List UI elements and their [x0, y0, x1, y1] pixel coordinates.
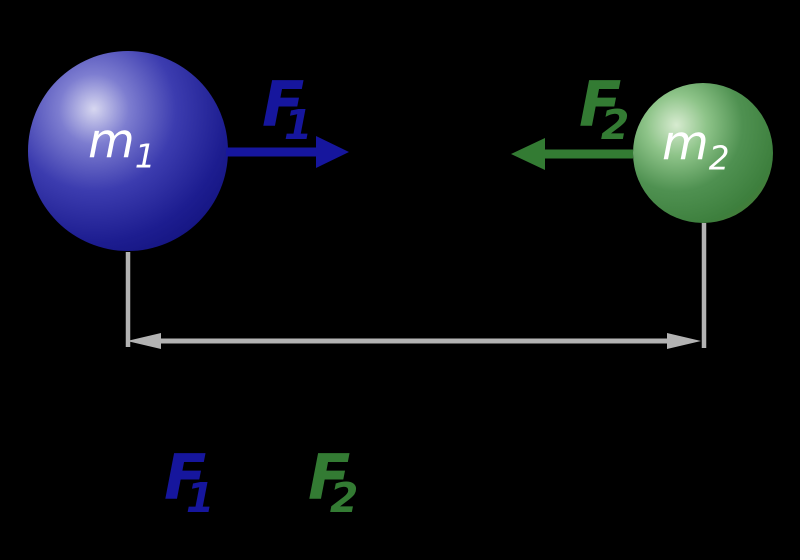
mass2-symbol: m: [662, 115, 709, 171]
legend-force2-label: F2: [308, 447, 358, 519]
distance-arrow-head-left: [127, 333, 161, 349]
force2-symbol: F: [579, 68, 622, 141]
legend-force2-subscript: 2: [329, 473, 359, 522]
mass2-sphere: [633, 83, 773, 223]
legend-force1-symbol: F: [164, 441, 207, 514]
legend-force2-symbol: F: [308, 441, 351, 514]
mass1-label: m1: [88, 117, 156, 173]
force1-label: F1: [262, 74, 312, 146]
legend-force1-label: F1: [164, 447, 214, 519]
mass1-sphere: [28, 51, 228, 251]
force1-subscript: 1: [283, 100, 313, 149]
force2-label: F2: [579, 74, 629, 146]
distance-arrow-head-right: [667, 333, 701, 349]
mass2-label: m2: [662, 119, 730, 175]
force2-arrow-head: [511, 138, 545, 170]
mass2-subscript: 2: [708, 139, 730, 178]
force2-subscript: 2: [600, 100, 630, 149]
force1-symbol: F: [262, 68, 305, 141]
mass1-subscript: 1: [134, 137, 156, 176]
mass1-symbol: m: [88, 113, 135, 169]
force1-arrow-head: [316, 136, 349, 168]
legend-force1-subscript: 1: [185, 473, 215, 522]
